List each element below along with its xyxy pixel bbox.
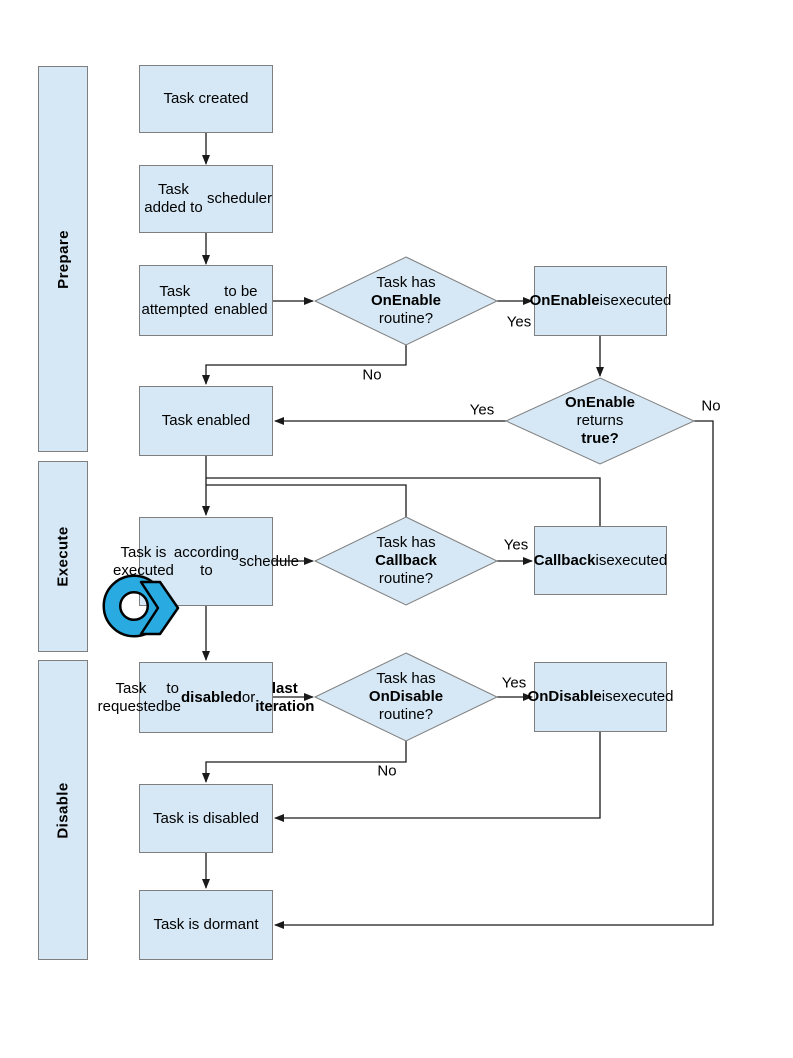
lane-execute-label: Execute: [54, 526, 72, 587]
edge-has-callback-no-return: [206, 484, 407, 517]
lane-disable-label: Disable: [54, 781, 72, 839]
lane-prepare: Prepare: [38, 66, 88, 452]
decision-has-callback: [313, 516, 499, 606]
edge-callback-executed-return: [206, 477, 601, 526]
edge-ondisable-executed-to-disabled: [274, 732, 601, 822]
lane-execute: Execute: [38, 461, 88, 652]
edge-label-no-has-onenable: No: [362, 366, 382, 384]
edge-label-yes-has-callback: Yes: [503, 536, 529, 554]
decision-onenable-returns-true: [504, 377, 696, 465]
edge-returns-true-no: [274, 420, 714, 929]
lane-disable: Disable: [38, 660, 88, 960]
node-task-enabled: Task enabled: [139, 386, 273, 456]
edge-label-yes-returns-true: Yes: [469, 401, 495, 419]
edge-label-yes-has-ondisable: Yes: [501, 674, 527, 692]
edge-label-no-returns-true: No: [701, 397, 721, 415]
node-task-dormant: Task is dormant: [139, 890, 273, 960]
repeat-loop-icon: [102, 574, 180, 638]
edge-label-yes-has-onenable: Yes: [506, 313, 532, 331]
edge-label-no-has-ondisable: No: [377, 762, 397, 780]
edge-has-ondisable-no: [202, 741, 407, 783]
edge-has-onenable-no: [202, 345, 407, 385]
node-task-disabled: Task is disabled: [139, 784, 273, 853]
decision-has-onenable: [313, 256, 499, 346]
lane-prepare-label: Prepare: [54, 229, 72, 289]
node-task-created: Task created: [139, 65, 273, 133]
decision-has-ondisable: [313, 652, 499, 742]
